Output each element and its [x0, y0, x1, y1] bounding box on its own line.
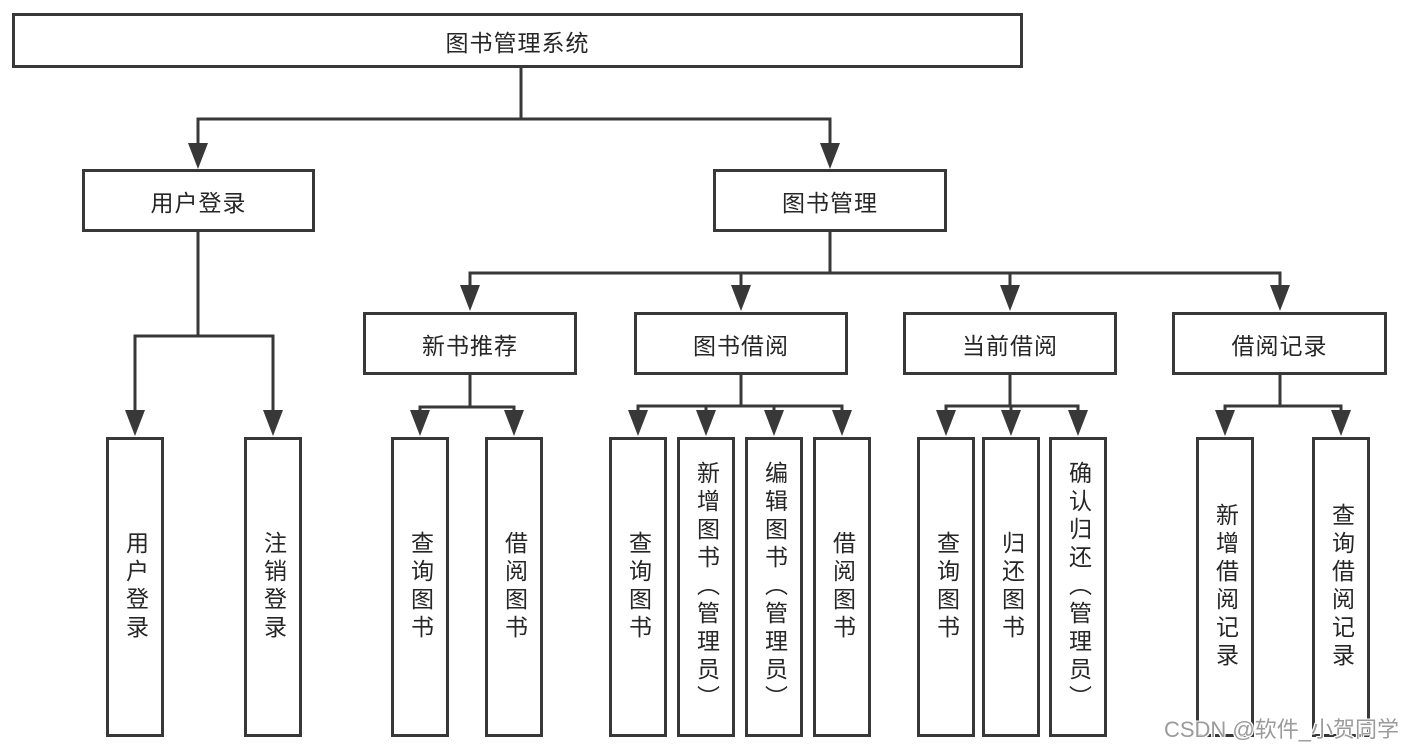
connector-new-book-children — [418, 373, 516, 414]
node-book-borrowing-label: 图书借阅 — [693, 332, 789, 359]
node-current-borrowing: 当前借阅 — [903, 312, 1117, 375]
leaf-cb-query-books-label: 查询图书 — [933, 531, 960, 643]
node-library-system: 图书管理系统 — [12, 13, 1023, 68]
node-book-borrowing: 图书借阅 — [634, 312, 848, 375]
connector-current-borrow-children — [944, 373, 1080, 414]
leaf-bb-add-books-admin-label: 新增图书（管理员） — [693, 461, 720, 713]
leaf-br-query-record-label: 查询借阅记录 — [1328, 503, 1355, 671]
leaf-bb-edit-books-admin: 编辑图书（管理员） — [745, 437, 803, 737]
leaf-bb-edit-books-admin-label: 编辑图书（管理员） — [761, 461, 788, 713]
leaf-nbr-borrow-books: 借阅图书 — [485, 437, 543, 737]
leaf-br-add-record-label: 新增借阅记录 — [1212, 503, 1239, 671]
node-book-management: 图书管理 — [713, 169, 947, 232]
leaf-cb-return-books-label: 归还图书 — [998, 531, 1025, 643]
leaf-bb-query-books-label: 查询图书 — [625, 531, 652, 643]
leaf-bb-add-books-admin: 新增图书（管理员） — [677, 437, 735, 737]
node-user-login-label: 用户登录 — [150, 189, 247, 216]
leaf-cb-confirm-return-admin: 确认归还（管理员） — [1049, 437, 1107, 737]
node-user-login: 用户登录 — [82, 169, 315, 232]
leaf-br-query-record: 查询借阅记录 — [1312, 437, 1370, 737]
node-library-system-label: 图书管理系统 — [445, 29, 590, 56]
leaf-nbr-query-books: 查询图书 — [391, 437, 449, 737]
leaf-bb-borrow-books-label: 借阅图书 — [829, 531, 856, 643]
connector-book-borrow-children — [636, 373, 844, 414]
leaf-user-login: 用户登录 — [106, 437, 164, 737]
arrowheads — [125, 143, 1351, 436]
node-new-book-recommend-label: 新书推荐 — [422, 332, 518, 359]
leaf-logout-label: 注销登录 — [260, 531, 287, 643]
leaf-cb-confirm-return-admin-label: 确认归还（管理员） — [1065, 461, 1092, 713]
connector-root-to-branches — [196, 66, 832, 147]
node-current-borrowing-label: 当前借阅 — [962, 332, 1058, 359]
connector-book-mgmt-children — [468, 230, 1282, 289]
node-borrowing-records: 借阅记录 — [1172, 312, 1387, 375]
leaf-cb-return-books: 归还图书 — [982, 437, 1040, 737]
leaf-br-add-record: 新增借阅记录 — [1196, 437, 1254, 737]
leaf-bb-borrow-books: 借阅图书 — [813, 437, 871, 737]
leaf-nbr-borrow-books-label: 借阅图书 — [501, 531, 528, 643]
connector-borrow-record-children — [1223, 373, 1343, 414]
leaf-logout: 注销登录 — [244, 437, 302, 737]
node-book-management-label: 图书管理 — [782, 189, 878, 216]
connector-user-login-children — [133, 230, 275, 414]
leaf-user-login-label: 用户登录 — [122, 531, 149, 643]
leaf-bb-query-books: 查询图书 — [609, 437, 667, 737]
leaf-nbr-query-books-label: 查询图书 — [407, 531, 434, 643]
node-borrowing-records-label: 借阅记录 — [1231, 332, 1328, 359]
node-new-book-recommend: 新书推荐 — [363, 312, 577, 375]
leaf-cb-query-books: 查询图书 — [917, 437, 975, 737]
